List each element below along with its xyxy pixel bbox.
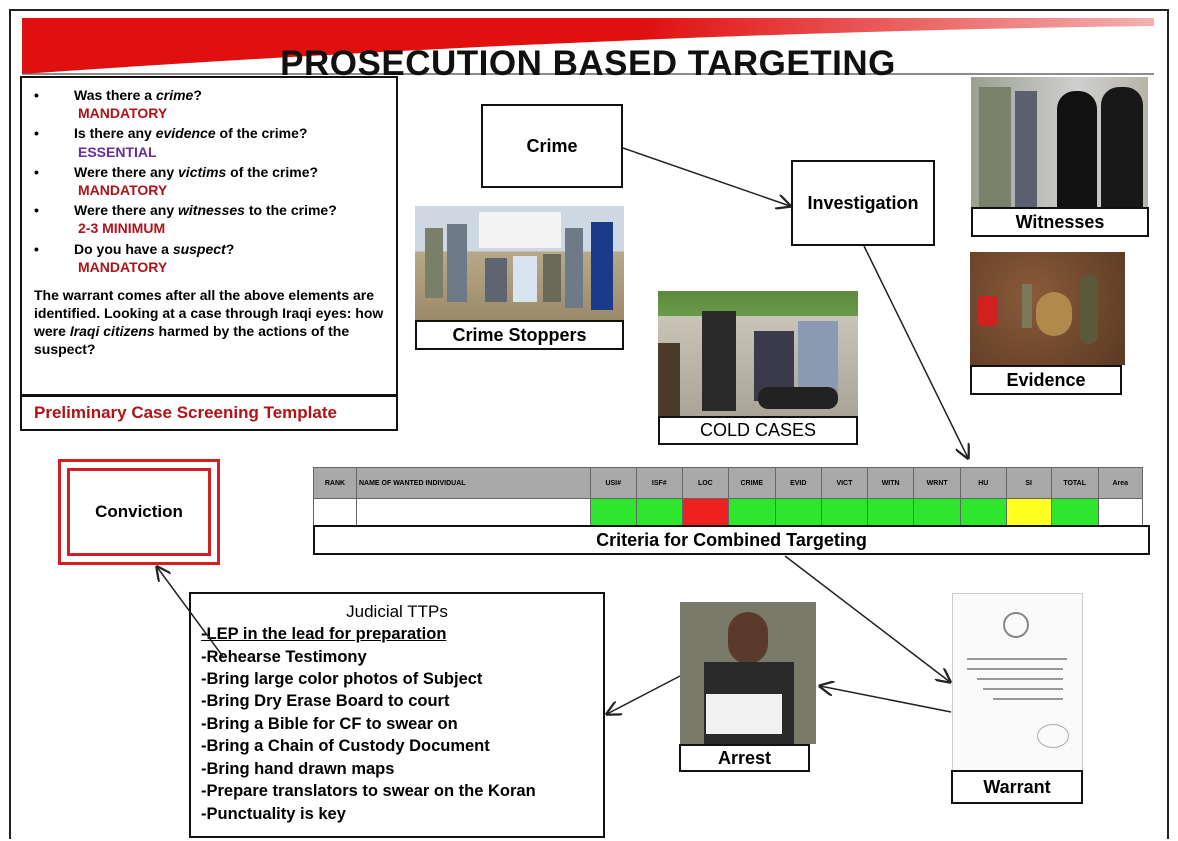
judicial-item: -Prepare translators to swear on the Kor… [201, 782, 536, 801]
banner-swoosh [22, 18, 1154, 75]
criteria-cell [1050, 498, 1099, 528]
criteria-header-cell: WRNT [913, 467, 961, 499]
question-item: • Were there any witnesses to the crime?2… [34, 201, 388, 237]
bullet: • [34, 202, 39, 219]
title-banner: PROSECUTION BASED TARGETING [22, 16, 1154, 83]
bullet: • [34, 163, 39, 180]
judicial-item: -Bring Dry Erase Board to court [201, 692, 450, 711]
question-text: Is there any evidence of the crime?ESSEN… [74, 124, 388, 160]
crime-box: Crime [481, 104, 623, 188]
judicial-item: -Bring a Bible for CF to swear on [201, 714, 458, 733]
bullet: • [34, 240, 39, 257]
evidence-label: Evidence [970, 365, 1122, 395]
warrant-document-photo [952, 593, 1083, 771]
judicial-item: -Bring hand drawn maps [201, 759, 395, 778]
criteria-data-row [313, 498, 1144, 528]
evidence-photo [970, 252, 1125, 365]
question-text: Were there any victims of the crime?MAND… [74, 163, 388, 199]
criteria-header-cell: EVID [774, 467, 822, 499]
requirement-tag: MANDATORY [78, 105, 168, 122]
criteria-cell [313, 498, 357, 528]
bullet: • [34, 125, 39, 142]
cold-cases-label: COLD CASES [658, 416, 858, 445]
criteria-header-cell: WITN [866, 467, 915, 499]
criteria-cell [774, 498, 822, 528]
criteria-cell [913, 498, 961, 528]
criteria-cell [820, 498, 868, 528]
warrant-label: Warrant [951, 770, 1083, 804]
criteria-cell [589, 498, 637, 528]
criteria-header-cell: RANK [313, 467, 357, 499]
requirement-tag: MANDATORY [78, 181, 168, 198]
criteria-header-cell: Area [1097, 467, 1144, 499]
conviction-label: Conviction [67, 468, 211, 556]
requirement-tag: 2-3 MINIMUM [78, 220, 166, 237]
judicial-ttps-box: Judicial TTPs -LEP in the lead for prepa… [189, 592, 605, 838]
criteria-header-cell: CRIME [727, 467, 776, 499]
screening-box: • Was there a crime?MANDATORY • Is there an… [20, 76, 398, 396]
criteria-cell [1005, 498, 1052, 528]
criteria-cell [681, 498, 729, 528]
question-text: Do you have a suspect?MANDATORY [74, 240, 388, 276]
judicial-item: -Punctuality is key [201, 804, 346, 823]
witnesses-photo [971, 77, 1148, 207]
question-text: Were there any witnesses to the crime?2-… [74, 201, 388, 237]
warrant-paragraph: The warrant comes after all the above el… [34, 286, 384, 358]
criteria-cell [727, 498, 776, 528]
question-text: Was there a crime?MANDATORY [74, 86, 388, 122]
criteria-cell [866, 498, 915, 528]
criteria-cell [959, 498, 1007, 528]
bullet: • [34, 87, 39, 103]
criteria-cell [635, 498, 683, 528]
requirement-tag: MANDATORY [78, 258, 168, 275]
judicial-item: -LEP in the lead for preparation [201, 625, 447, 644]
criteria-header-cell: TOTAL [1050, 467, 1099, 499]
question-list: • Was there a crime?MANDATORY • Is there an… [34, 86, 388, 276]
criteria-header-cell: LOC [681, 467, 729, 499]
question-item: • Is there any evidence of the crime?ESSE… [34, 124, 388, 160]
criteria-label: Criteria for Combined Targeting [313, 525, 1150, 555]
judicial-item: -Bring a Chain of Custody Document [201, 737, 490, 756]
investigation-box: Investigation [791, 160, 935, 246]
arrest-photo [680, 602, 816, 744]
criteria-cell [1097, 498, 1144, 528]
criteria-header-cell: USI# [589, 467, 637, 499]
slide-frame [9, 9, 1169, 839]
question-item: • Do you have a suspect?MANDATORY [34, 240, 388, 276]
question-item: • Were there any victims of the crime?MAN… [34, 163, 388, 199]
criteria-header-cell: ISF# [635, 467, 683, 499]
criteria-header-cell: VICT [820, 467, 868, 499]
cold-cases-photo [658, 291, 858, 417]
judicial-item: -Bring large color photos of Subject [201, 669, 483, 688]
witnesses-label: Witnesses [971, 207, 1149, 237]
arrest-label: Arrest [679, 744, 810, 772]
criteria-cell [355, 498, 591, 528]
template-label: Preliminary Case Screening Template [20, 395, 398, 431]
requirement-tag: ESSENTIAL [78, 143, 157, 160]
crime-stoppers-photo [415, 206, 624, 320]
criteria-header-cell: SI [1005, 467, 1052, 499]
question-item: • Was there a crime?MANDATORY [34, 86, 388, 122]
criteria-header-cell: NAME OF WANTED INDIVIDUAL [355, 467, 591, 499]
conviction-box: Conviction [58, 459, 220, 565]
judicial-item: -Rehearse Testimony [201, 647, 367, 666]
judicial-list: -LEP in the lead for preparation -Rehears… [201, 623, 593, 825]
judicial-heading: Judicial TTPs [346, 602, 448, 621]
criteria-header-cell: HU [959, 467, 1007, 499]
crime-stoppers-label: Crime Stoppers [415, 320, 624, 350]
